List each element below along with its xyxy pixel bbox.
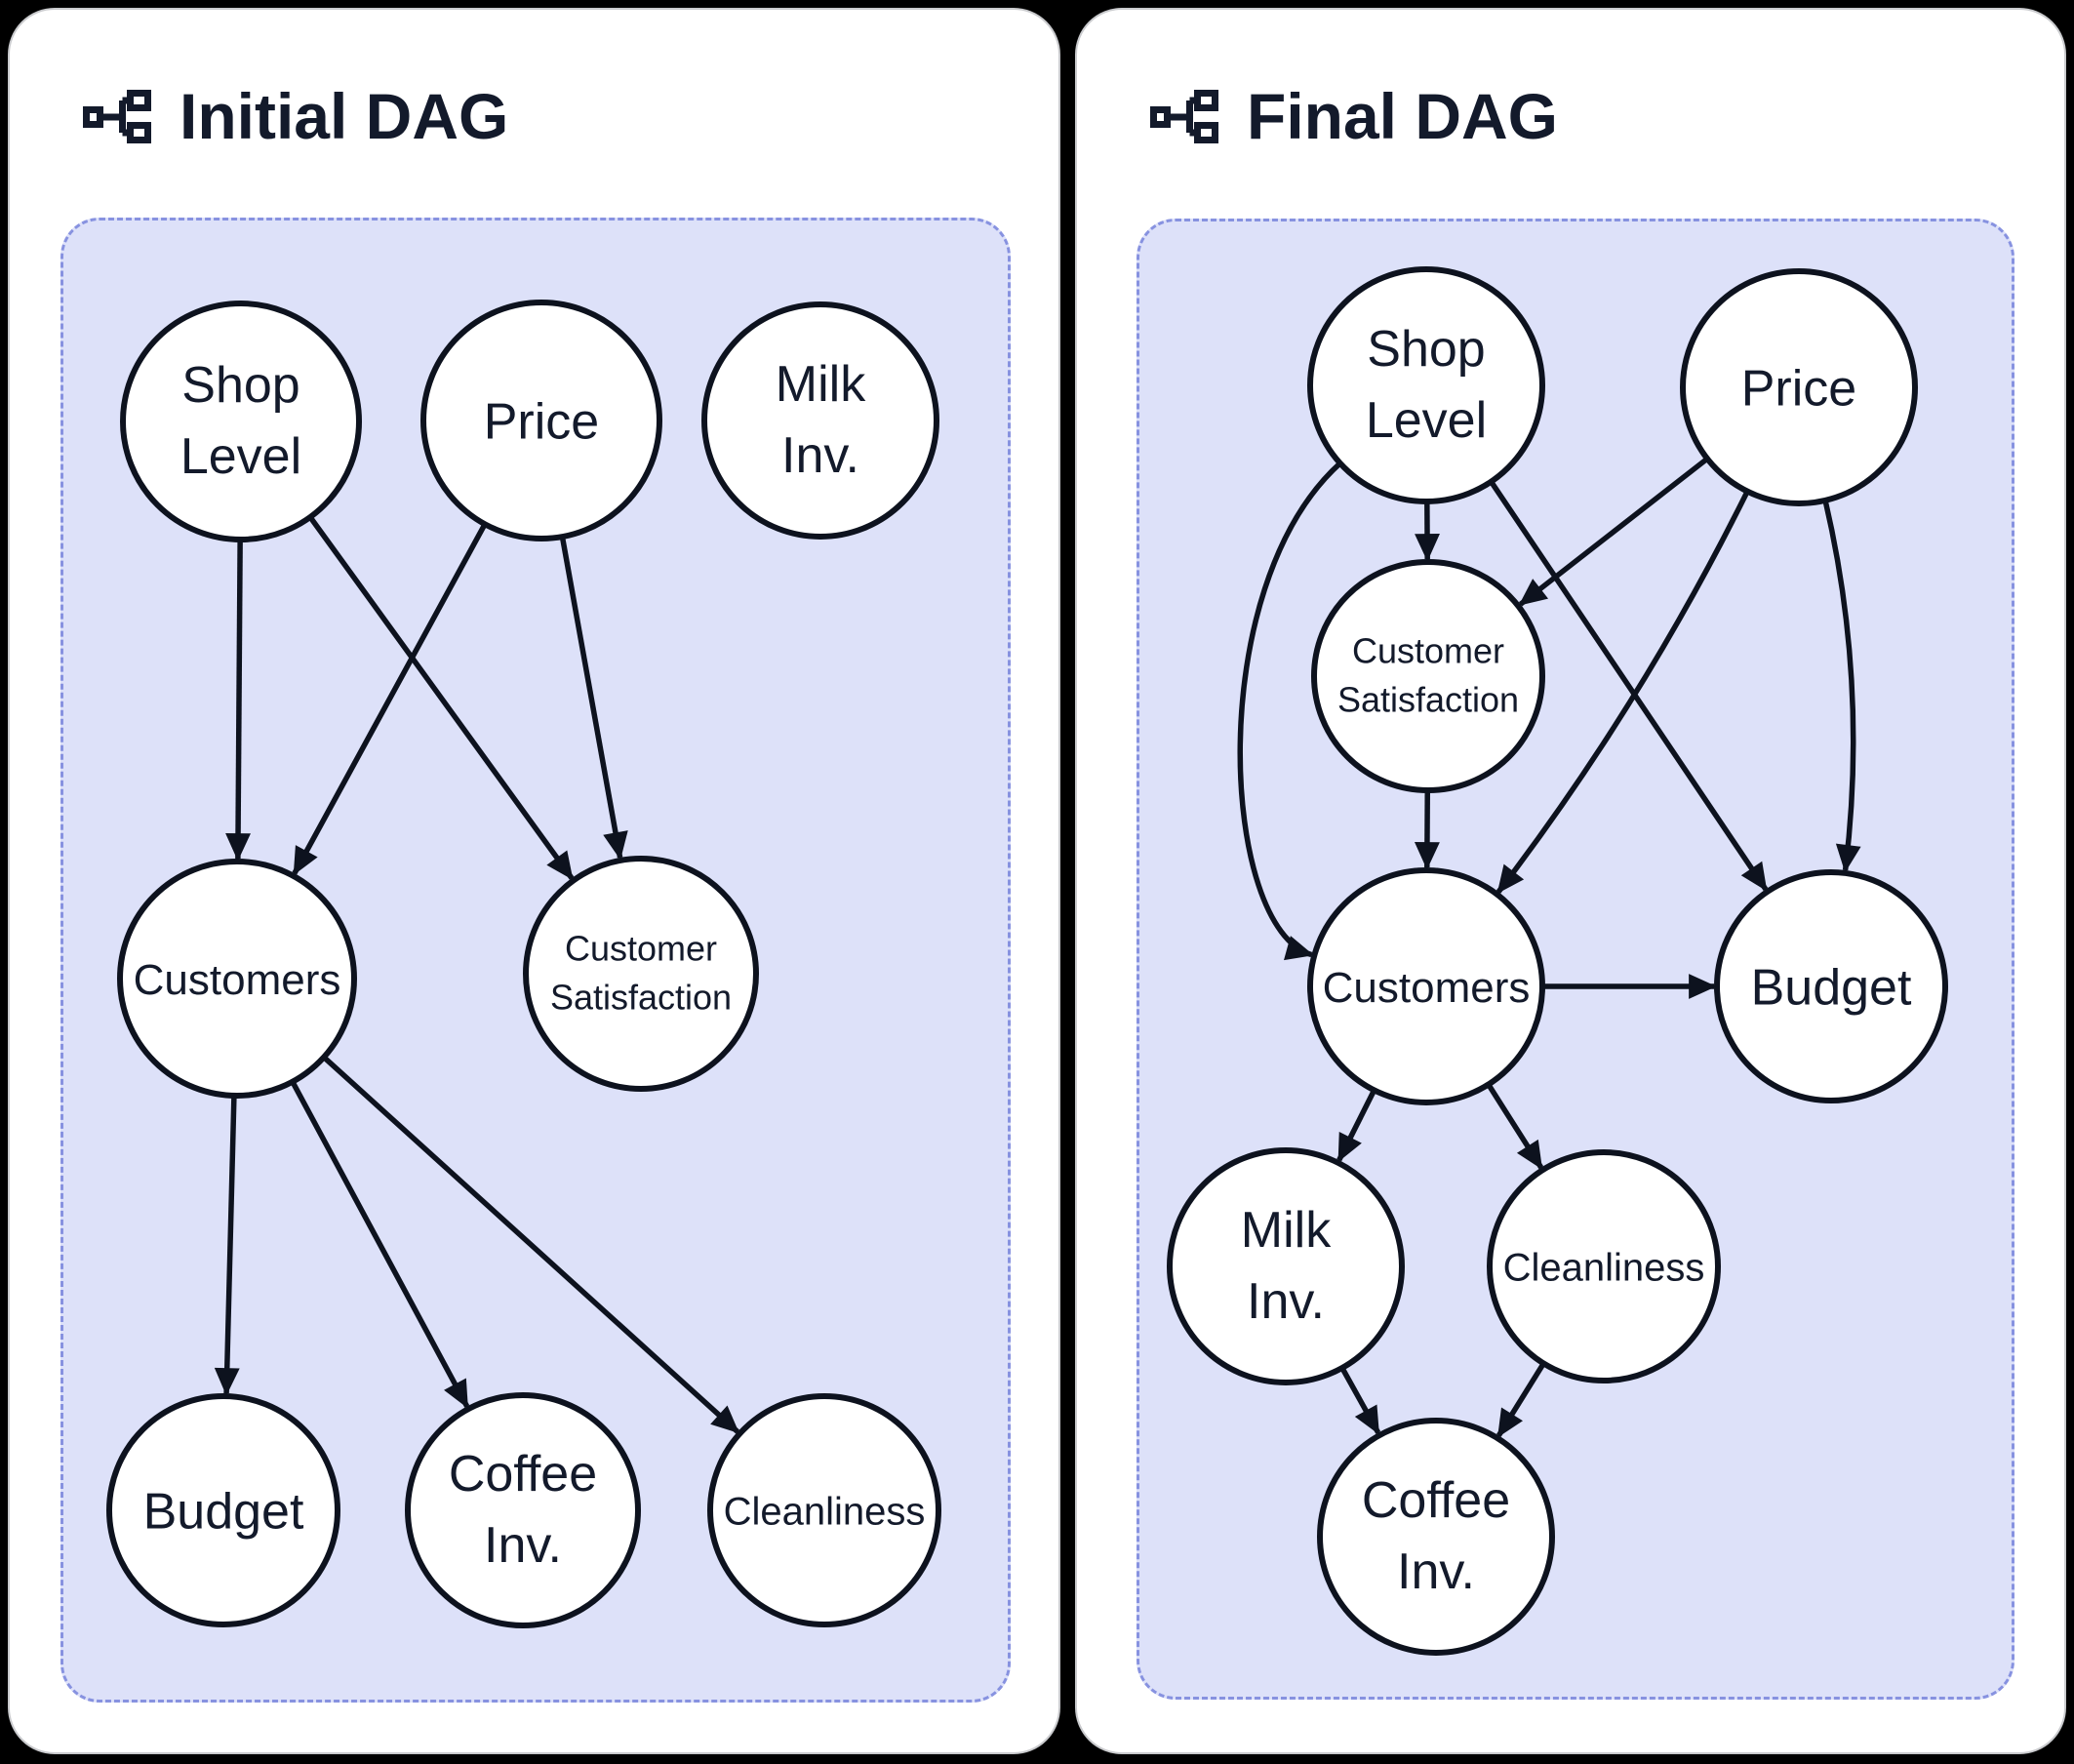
node-label: Shop (1367, 321, 1485, 378)
dag-node-price: Price (420, 300, 662, 541)
node-label: Inv. (484, 1517, 562, 1574)
node-label: Satisfaction (550, 978, 732, 1018)
node-label: Satisfaction (1337, 680, 1519, 720)
node-label: Level (180, 428, 301, 485)
edge-price-to-customers (1496, 490, 1750, 895)
edge-customers-to-cleanliness (1486, 1083, 1544, 1170)
node-label: Inv. (781, 427, 859, 484)
node-circle (701, 301, 939, 540)
edge-shop_level-to-customers (225, 539, 251, 862)
node-circle (1167, 1147, 1405, 1385)
node-circle (1680, 268, 1918, 506)
node-circle (106, 1393, 340, 1627)
node-label: Customers (1323, 964, 1531, 1012)
node-circle (1317, 1418, 1555, 1656)
node-label: Inv. (1247, 1273, 1325, 1330)
edge-customers-to-budget (214, 1095, 240, 1396)
node-circle (1307, 266, 1545, 504)
node-label: Level (1366, 392, 1487, 449)
edge-price-to-customers (292, 522, 488, 876)
edge-customers-to-cleanliness (322, 1055, 739, 1434)
node-label: Inv. (1397, 1544, 1475, 1600)
node-label: Price (1741, 361, 1856, 418)
dag-node-cleanliness: Cleanliness (1487, 1149, 1721, 1383)
dag-node-price: Price (1680, 268, 1918, 506)
node-circle (117, 859, 357, 1099)
dag-node-cleanliness: Cleanliness (707, 1393, 941, 1627)
node-label: Milk (776, 356, 866, 413)
node-label: Coffee (1362, 1472, 1510, 1529)
node-label: Customers (134, 956, 341, 1004)
node-label: Customer (565, 928, 717, 968)
final-dag-header: Final DAG (1149, 84, 1558, 148)
node-circle (120, 301, 362, 542)
network-icon (83, 89, 151, 143)
node-circle (1714, 869, 1948, 1103)
node-label: Price (484, 394, 599, 451)
node-label: Budget (1751, 960, 1912, 1017)
initial-dag-graph: ShopLevelPriceMilkInv.CustomersCustomerS… (106, 300, 941, 1628)
edge-customers-to-coffee_inv (290, 1080, 470, 1409)
node-circle (1307, 867, 1545, 1105)
node-label: Milk (1241, 1202, 1332, 1259)
edge-price-to-cust_sat (559, 536, 628, 861)
node-circle (405, 1392, 641, 1628)
node-circle (523, 856, 759, 1092)
node-circle (1311, 559, 1545, 793)
dag-node-budget: Budget (106, 1393, 340, 1627)
initial-dag-header: Initial DAG (82, 84, 508, 148)
node-label: Budget (143, 1484, 304, 1541)
network-icon (1150, 89, 1218, 143)
node-circle (1487, 1149, 1721, 1383)
edge-customers-to-milk_inv (1336, 1089, 1377, 1163)
edge-shop_level-to-budget (1489, 480, 1769, 892)
node-label: Cleanliness (1503, 1246, 1705, 1289)
node-circle (707, 1393, 941, 1627)
edge-price-to-budget (1822, 500, 1861, 873)
edge-price-to-cust_sat (1518, 456, 1709, 607)
card-title-text: Initial DAG (179, 80, 509, 152)
node-label: Customer (1352, 630, 1504, 670)
dag-node-budget: Budget (1714, 869, 1948, 1103)
final-dag-graph: ShopLevelPriceCustomerSatisfactionCustom… (1167, 266, 1948, 1656)
edge-cleanliness-to-coffee_inv (1496, 1361, 1546, 1438)
node-label: Shop (181, 357, 299, 414)
node-label: Cleanliness (724, 1490, 926, 1533)
dag-node-customers: Customers (1307, 867, 1545, 1105)
edge-shop_level-to-cust_sat (307, 515, 575, 881)
edge-milk_inv-to-coffee_inv (1339, 1366, 1381, 1435)
card-title-text: Final DAG (1247, 80, 1559, 152)
node-label: Coffee (449, 1446, 597, 1503)
edge-shop_level-to-customers (1237, 461, 1342, 961)
node-circle (420, 300, 662, 541)
dag-node-customers: Customers (117, 859, 357, 1099)
